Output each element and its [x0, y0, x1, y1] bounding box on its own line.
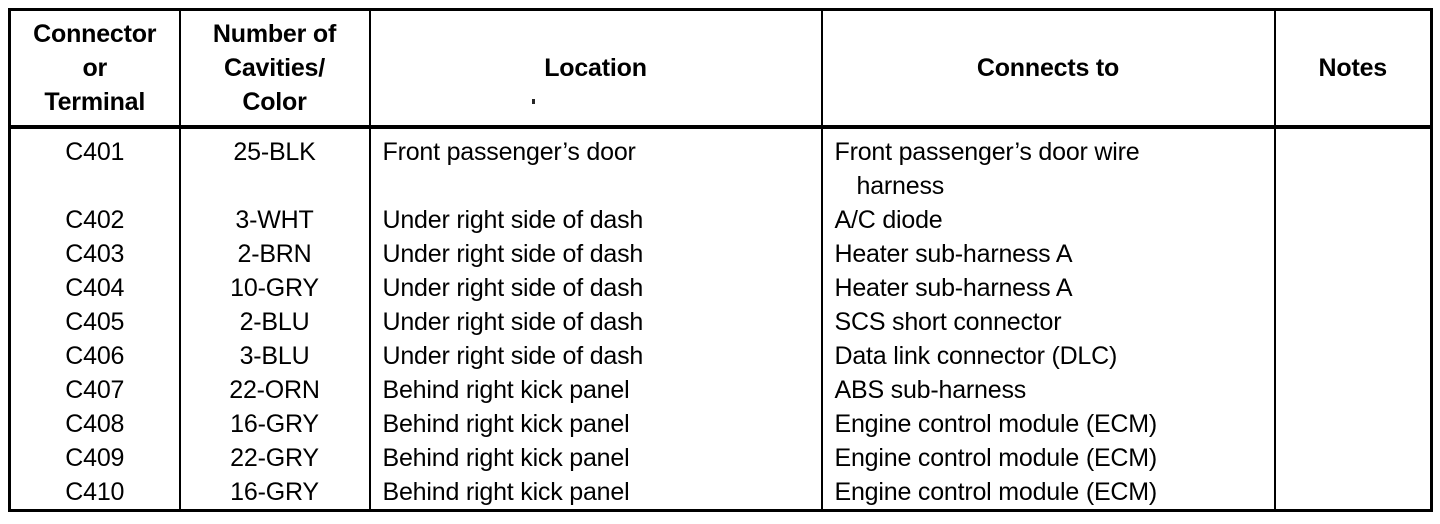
- cell-notes: [1274, 271, 1432, 305]
- cell-cavities-color: 25-BLK: [179, 127, 371, 203]
- cell-connector-or-terminal: C403: [9, 237, 181, 271]
- cell-notes: [1274, 305, 1432, 339]
- cell-connector-or-terminal: C408: [9, 407, 181, 441]
- column-header-notes-label: Notes: [1318, 54, 1388, 82]
- connector-table: Connector or Terminal Number of Cavities…: [8, 8, 1433, 512]
- column-header-number-of-cavities-color-label: Number of Cavities/ Color: [212, 20, 337, 116]
- cell-connects-to: Engine control module (ECM): [821, 441, 1276, 475]
- cell-connects-to-line-1: Engine control module (ECM): [834, 478, 1158, 506]
- cell-connects-to: Engine control module (ECM): [821, 475, 1276, 511]
- cell-location: Front passenger’s door: [369, 127, 823, 203]
- cell-cavities-color: 16-GRY: [179, 475, 371, 511]
- cell-cavities-color: 2-BRN: [179, 237, 371, 271]
- cell-cavities-color: 3-BLU: [179, 339, 371, 373]
- cell-location: Under right side of dash: [369, 339, 823, 373]
- cell-connects-to: Engine control module (ECM): [821, 407, 1276, 441]
- cell-connector-or-terminal: C405: [9, 305, 181, 339]
- table-header: Connector or Terminal Number of Cavities…: [9, 9, 1432, 129]
- cell-connects-to: Heater sub-harness A: [821, 271, 1276, 305]
- cell-notes: [1274, 237, 1432, 271]
- cell-connects-to: Front passenger’s door wire harness: [821, 127, 1276, 203]
- cell-connects-to: Data link connector (DLC): [821, 339, 1276, 373]
- cell-location: Behind right kick panel: [369, 441, 823, 475]
- cell-connects-to-line-1: Engine control module (ECM): [834, 410, 1158, 438]
- cell-connector-or-terminal: C407: [9, 373, 181, 407]
- cell-connects-to: A/C diode: [821, 203, 1276, 237]
- cell-cavities-color: 3-WHT: [179, 203, 371, 237]
- cell-connects-to: Heater sub-harness A: [821, 237, 1276, 271]
- cell-connects-to-line-1: SCS short connector: [834, 308, 1062, 336]
- cell-notes: [1274, 203, 1432, 237]
- cell-connector-or-terminal: C402: [9, 203, 181, 237]
- cell-notes: [1274, 475, 1432, 511]
- cell-connector-or-terminal: C401: [9, 127, 181, 203]
- cell-location: Under right side of dash: [369, 237, 823, 271]
- cell-connects-to: SCS short connector: [821, 305, 1276, 339]
- cell-cavities-color: 2-BLU: [179, 305, 371, 339]
- cell-location: Under right side of dash: [369, 305, 823, 339]
- cell-connector-or-terminal: C409: [9, 441, 181, 475]
- cell-connects-to-line-1: Heater sub-harness A: [834, 274, 1073, 302]
- table-header-row: Connector or Terminal Number of Cavities…: [9, 9, 1432, 129]
- cell-connector-or-terminal: C404: [9, 271, 181, 305]
- cell-cavities-color: 22-ORN: [179, 373, 371, 407]
- cell-location: Behind right kick panel: [369, 475, 823, 511]
- scan-artifact-speck: [532, 99, 535, 104]
- cell-location: Behind right kick panel: [369, 407, 823, 441]
- cell-connects-to-line-1: A/C diode: [834, 206, 943, 234]
- cell-connects-to-line-1: Data link connector (DLC): [834, 342, 1118, 370]
- cell-connects-to-line-2: harness: [856, 172, 945, 200]
- cell-connects-to-line-1: Engine control module (ECM): [834, 444, 1158, 472]
- cell-location: Under right side of dash: [369, 271, 823, 305]
- column-header-location-label: Location: [544, 54, 647, 82]
- column-header-connector-or-terminal: Connector or Terminal: [9, 9, 181, 129]
- column-header-connects-to-label: Connects to: [976, 54, 1120, 82]
- column-header-connects-to: Connects to: [821, 9, 1276, 129]
- cell-connects-to-line-1: Front passenger’s door wire: [834, 138, 1140, 166]
- cell-cavities-color: 22-GRY: [179, 441, 371, 475]
- cell-connector-or-terminal: C410: [9, 475, 181, 511]
- column-header-location: Location: [369, 9, 823, 129]
- column-header-number-of-cavities-color: Number of Cavities/ Color: [179, 9, 371, 129]
- cell-connects-to: ABS sub-harness: [821, 373, 1276, 407]
- cell-location: Under right side of dash: [369, 203, 823, 237]
- cell-connects-to-line-1: Heater sub-harness A: [834, 240, 1073, 268]
- cell-notes: [1274, 127, 1432, 203]
- column-header-connector-or-terminal-label: Connector or Terminal: [33, 20, 157, 116]
- cell-connector-or-terminal: C406: [9, 339, 181, 373]
- cell-notes: [1274, 339, 1432, 373]
- cell-cavities-color: 10-GRY: [179, 271, 371, 305]
- cell-notes: [1274, 441, 1432, 475]
- cell-notes: [1274, 407, 1432, 441]
- cell-connects-to-line-1: ABS sub-harness: [834, 376, 1027, 404]
- column-header-notes: Notes: [1274, 9, 1432, 129]
- cell-location: Behind right kick panel: [369, 373, 823, 407]
- cell-cavities-color: 16-GRY: [179, 407, 371, 441]
- cell-notes: [1274, 373, 1432, 407]
